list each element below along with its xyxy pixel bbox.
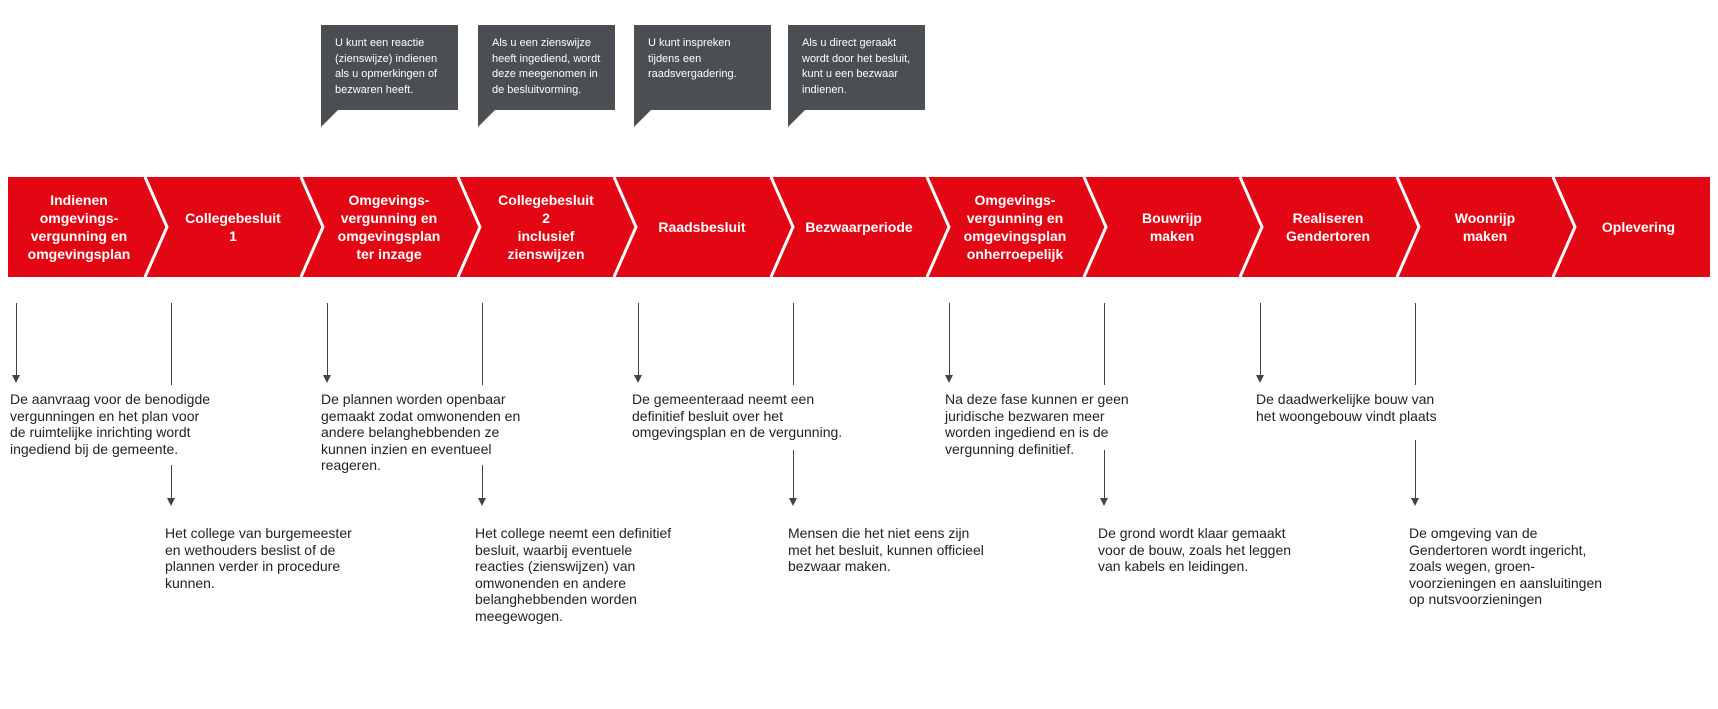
step-raadsbesluit: Raadsbesluit	[658, 219, 746, 235]
desc-bouwrijp: De grond wordt klaar gemaakt voor de bou…	[1098, 525, 1292, 574]
step-collegebesluit-2: Collegebesluit 2 inclusief zienswijzen	[498, 192, 594, 262]
connector-line	[171, 303, 172, 385]
callout-zienswijze: U kunt een reactie (zienswijze) indienen…	[321, 25, 458, 110]
step-separator	[769, 176, 795, 278]
desc-collegebesluit-1: Het college van burgemeester en wethoude…	[165, 525, 352, 591]
desc-indienen: De aanvraag voor de benodigde vergunning…	[10, 391, 211, 457]
step-separator	[1395, 176, 1421, 278]
arrowhead	[167, 498, 175, 506]
connector-line	[949, 303, 950, 378]
desc-onherroepelijk: Na deze fase kunnen er geen juridische b…	[945, 391, 1129, 457]
desc-raadsbesluit: De gemeenteraad neemt een definitief bes…	[632, 391, 843, 440]
connector-line	[482, 303, 483, 385]
step-onherroepelijk: Omgevings- vergunning en omgevingsplan o…	[963, 192, 1067, 262]
arrowhead	[1256, 375, 1264, 383]
connector-line	[793, 303, 794, 385]
callout-inspreken: U kunt inspreken tijdens een raadsvergad…	[634, 25, 771, 110]
step-separator	[1082, 176, 1108, 278]
process-bar-background	[8, 177, 1710, 277]
connector-line	[1415, 440, 1416, 501]
connector-line	[16, 303, 17, 378]
connector-line	[1260, 303, 1261, 378]
step-separator	[456, 176, 482, 278]
callout-besluitvorming: Als u een zienswijze heeft ingediend, wo…	[478, 25, 615, 110]
arrowhead	[323, 375, 331, 383]
desc-realiseren: De daadwerkelijke bouw van het woongebou…	[1256, 391, 1437, 424]
desc-collegebesluit-2: Het college neemt een definitief besluit…	[475, 525, 672, 624]
arrowhead	[1411, 498, 1419, 506]
callout-bezwaar: Als u direct geraakt wordt door het besl…	[788, 25, 925, 110]
callout-tail	[478, 110, 495, 127]
step-indienen: Indienen omgevings- vergunning en omgevi…	[27, 192, 131, 262]
callout-tail	[634, 110, 651, 127]
connector-line	[482, 465, 483, 501]
step-separator	[143, 176, 169, 278]
step-ter-inzage: Omgevings- vergunning en omgevingsplan t…	[337, 192, 441, 262]
step-separator	[925, 176, 951, 278]
connector-line	[1104, 303, 1105, 385]
step-collegebesluit-1: Collegebesluit 1	[185, 210, 281, 244]
connector-line	[638, 303, 639, 378]
connector-line	[327, 303, 328, 378]
step-oplevering: Oplevering	[1601, 219, 1676, 235]
arrowhead	[789, 498, 797, 506]
step-separator	[1551, 176, 1577, 278]
step-bouwrijp-maken: Bouwrijp maken	[1142, 210, 1202, 244]
callout-tail	[321, 110, 338, 127]
arrowhead	[12, 375, 20, 383]
step-bezwaarperiode: Bezwaarperiode	[805, 219, 913, 235]
desc-ter-inzage: De plannen worden openbaar gemaakt zodat…	[321, 391, 521, 473]
callout-tail	[788, 110, 805, 127]
step-separator	[299, 176, 325, 278]
arrowhead	[945, 375, 953, 383]
connector-line	[1104, 450, 1105, 501]
step-separator	[1238, 176, 1264, 278]
step-woonrijp-maken: Woonrijp maken	[1454, 210, 1516, 244]
arrowhead	[478, 498, 486, 506]
arrowhead	[1100, 498, 1108, 506]
step-separator	[612, 176, 638, 278]
step-realiseren-gendertoren: Realiseren Gendertoren	[1285, 210, 1370, 244]
connector-line	[793, 450, 794, 501]
process-bar	[8, 176, 1710, 278]
arrowhead	[634, 375, 642, 383]
desc-bezwaarperiode: Mensen die het niet eens zijn met het be…	[788, 525, 984, 574]
connector-line	[171, 465, 172, 501]
connector-line	[1415, 303, 1416, 385]
desc-woonrijp: De omgeving van de Gendertoren wordt ing…	[1409, 525, 1603, 607]
